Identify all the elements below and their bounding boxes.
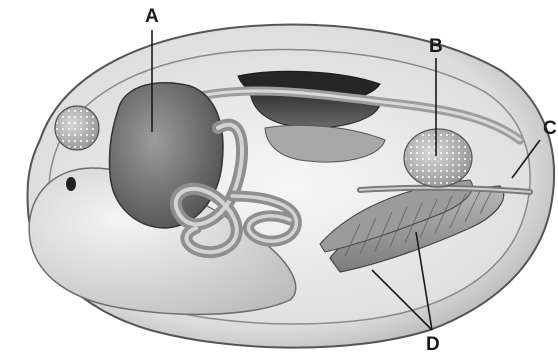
- label-c: C: [543, 118, 557, 139]
- label-d: D: [426, 334, 440, 354]
- posterior-adductor-muscle: [404, 129, 472, 187]
- label-b: B: [429, 36, 443, 57]
- digestive-gland: [109, 83, 222, 228]
- label-a: A: [145, 6, 159, 27]
- mouth: [66, 177, 76, 191]
- anterior-adductor-muscle: [55, 106, 99, 150]
